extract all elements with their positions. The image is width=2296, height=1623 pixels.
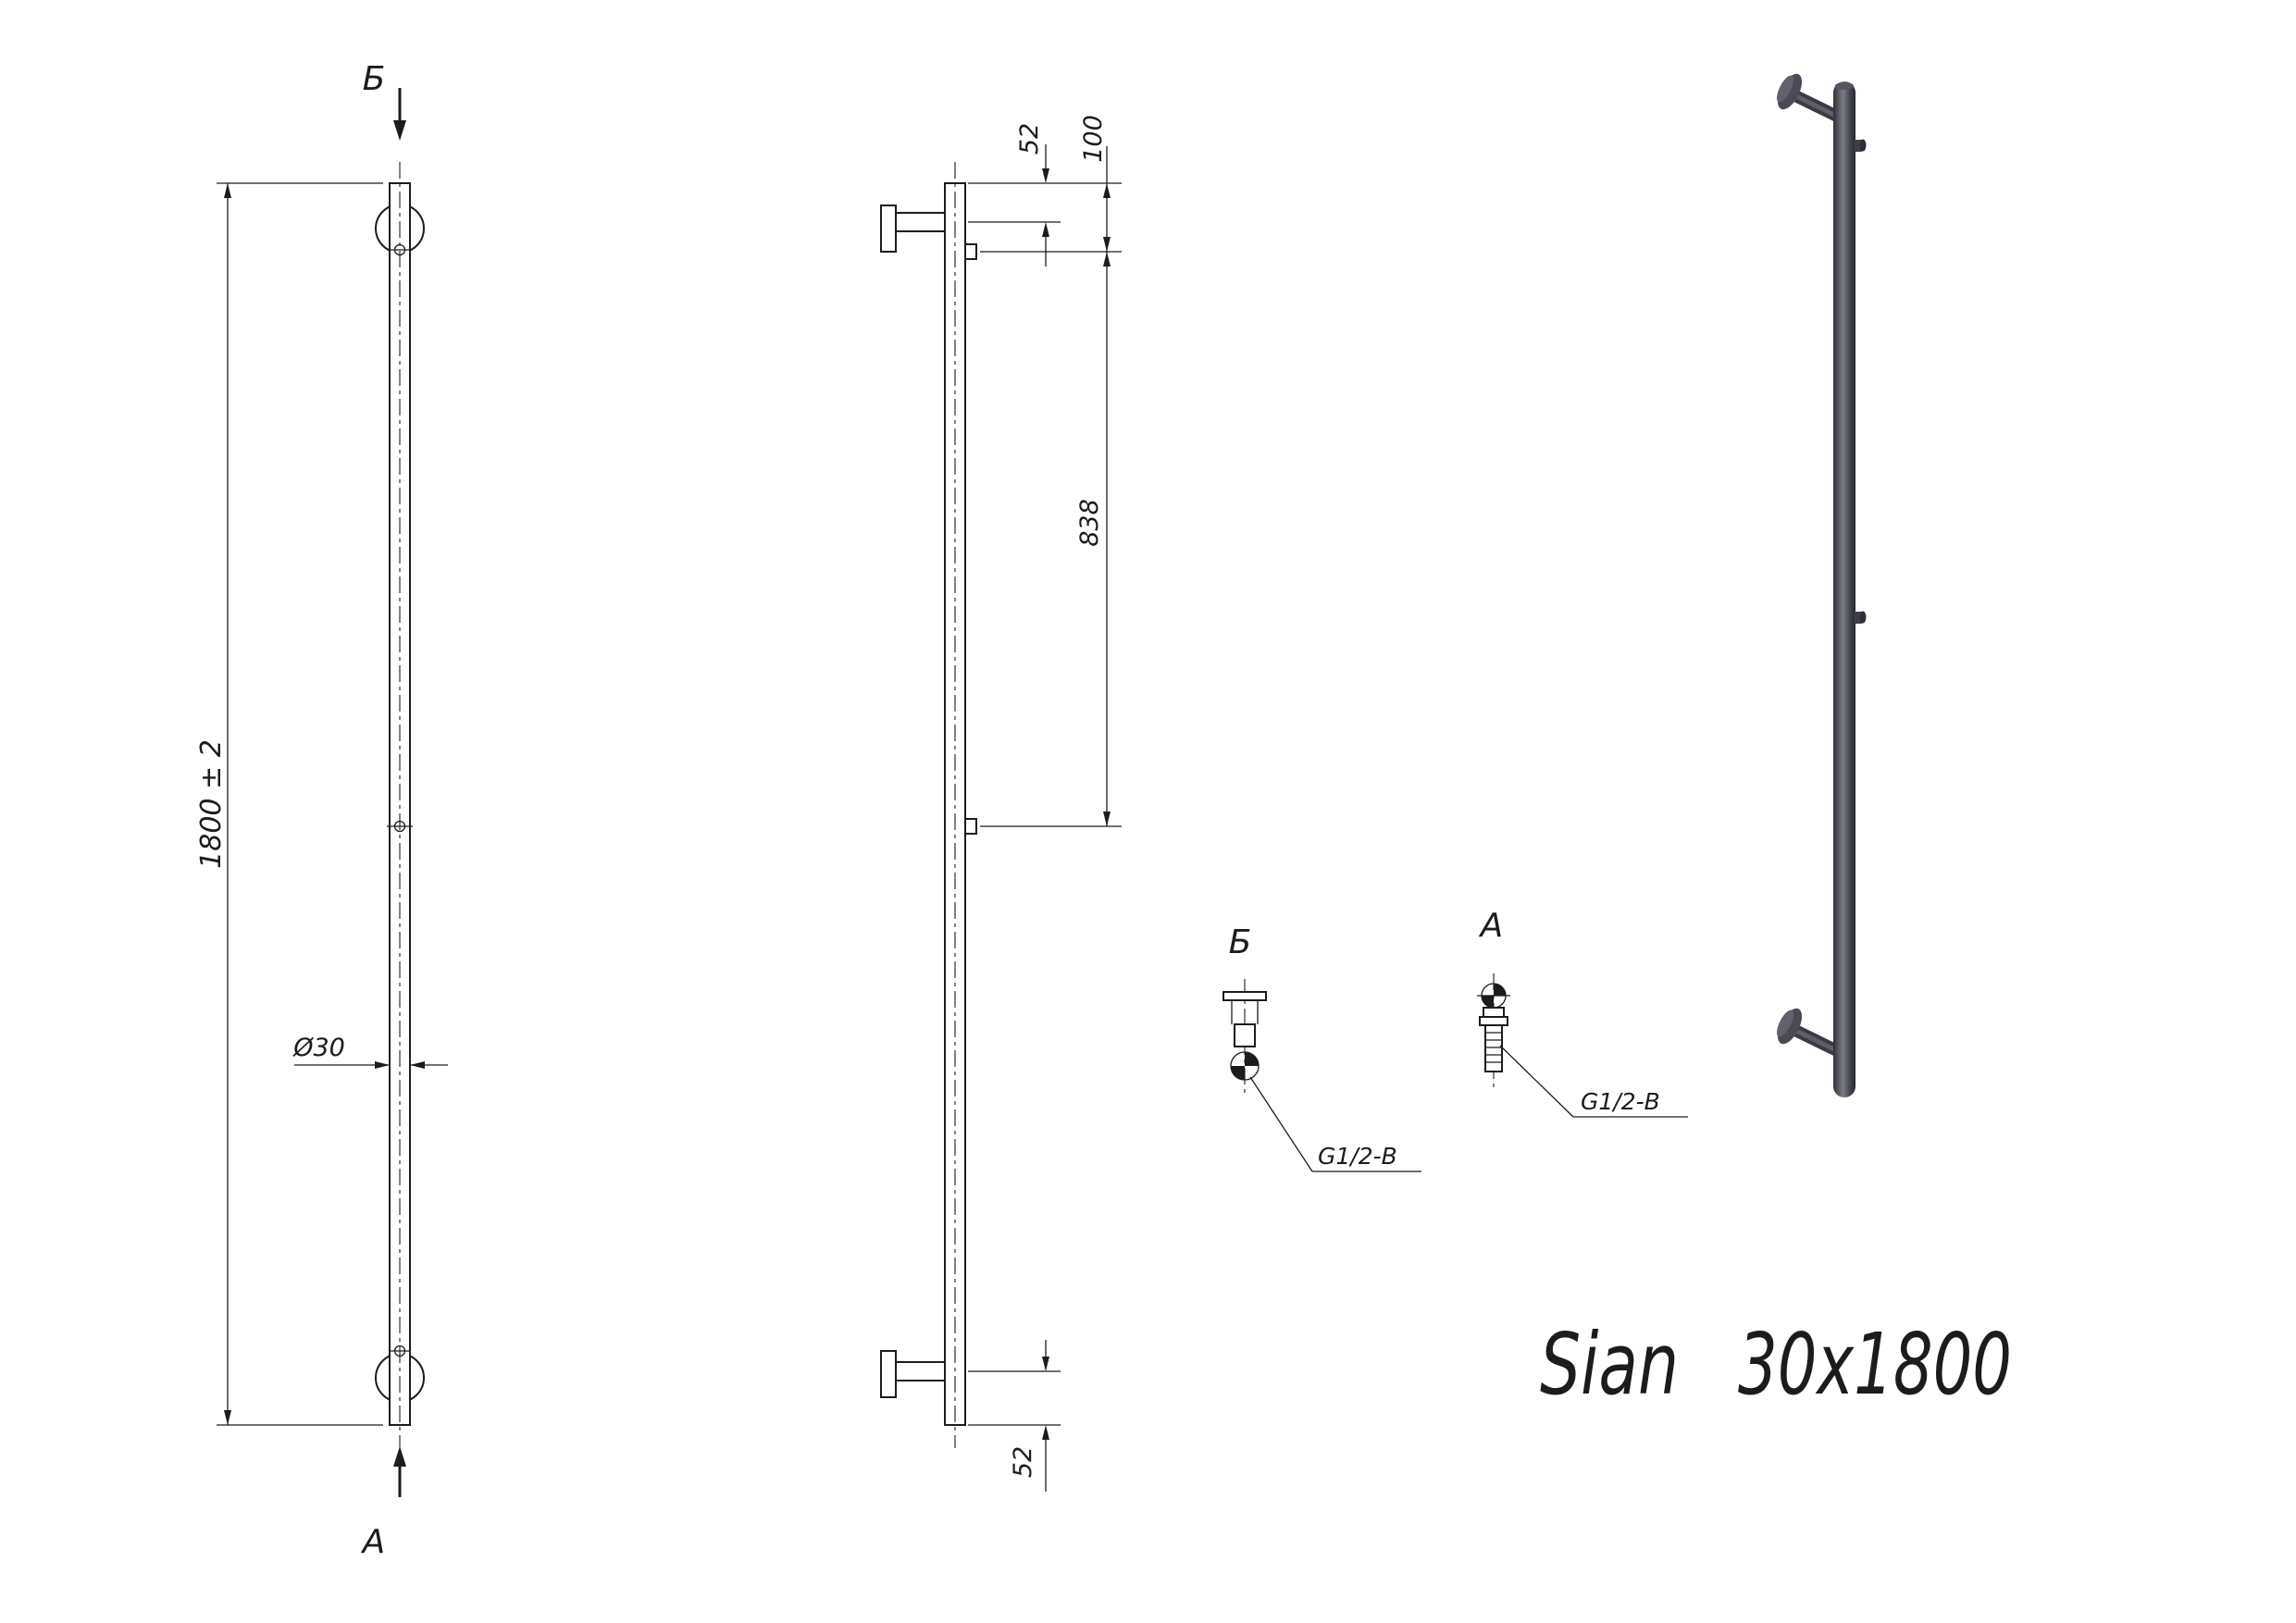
- title-size: 30x1800: [1738, 1315, 2012, 1414]
- render-tube-cap: [1835, 82, 1854, 90]
- detail-a-fitting: [1477, 983, 1510, 1072]
- side-view-top-bracket: [880, 204, 947, 253]
- side-view: 52 100 838 52: [880, 115, 1122, 1492]
- dimension-top-bracket-52: 52: [1015, 123, 1049, 266]
- section-bottom-label: А: [361, 1523, 386, 1561]
- detail-view-a: А G1/2-В: [1477, 907, 1688, 1118]
- title-model: Sian: [1540, 1315, 1679, 1414]
- render-bottom-mount: [1776, 1008, 1844, 1059]
- drawing-title: Sian 30x1800: [1540, 1315, 2012, 1414]
- overall-length-label: 1800 ± 2: [195, 739, 228, 869]
- section-arrow-bottom: А: [361, 1446, 406, 1561]
- side-view-extension-lines: [968, 182, 1122, 1426]
- dim-top-bracket-label: 52: [1015, 123, 1044, 155]
- detail-a-leader: G1/2-В: [1499, 1045, 1688, 1118]
- dimension-bottom-bracket-52: 52: [1009, 1340, 1049, 1492]
- detail-b-thread-label: G1/2-В: [1318, 1143, 1397, 1170]
- detail-a-thread-label: G1/2-В: [1581, 1088, 1660, 1115]
- side-view-connectors: [964, 243, 977, 835]
- front-view-length-dimension: 1800 ± 2: [195, 182, 383, 1426]
- section-top-label: Б: [363, 60, 386, 98]
- dimension-top-connector-100: 100: [1079, 115, 1111, 252]
- detail-b-label: Б: [1229, 923, 1252, 961]
- render-connectors: [1855, 139, 1867, 624]
- detail-a-label: А: [1479, 907, 1504, 945]
- detail-view-b: Б G1/2-В: [1222, 923, 1421, 1172]
- section-arrow-top: Б: [363, 60, 406, 141]
- dimension-connector-spacing-838: 838: [1075, 252, 1111, 826]
- render-top-mount: [1776, 73, 1844, 124]
- dim-top-connector-label: 100: [1079, 115, 1108, 163]
- detail-b-fitting: [1222, 991, 1267, 1081]
- tube-diameter-label: Ø30: [292, 1034, 345, 1062]
- side-view-bottom-bracket: [880, 1350, 947, 1398]
- render-3d: [1776, 73, 1867, 1097]
- dim-connector-spacing-label: 838: [1075, 499, 1104, 547]
- front-view-diameter-dimension: Ø30: [292, 1034, 448, 1069]
- front-view-mount-holes: [387, 243, 413, 1357]
- dim-bottom-bracket-label: 52: [1009, 1446, 1037, 1478]
- detail-b-leader: G1/2-В: [1249, 1076, 1421, 1172]
- front-view: 1800 ± 2 Ø30 Б А: [195, 60, 448, 1561]
- render-tube: [1833, 81, 1855, 1097]
